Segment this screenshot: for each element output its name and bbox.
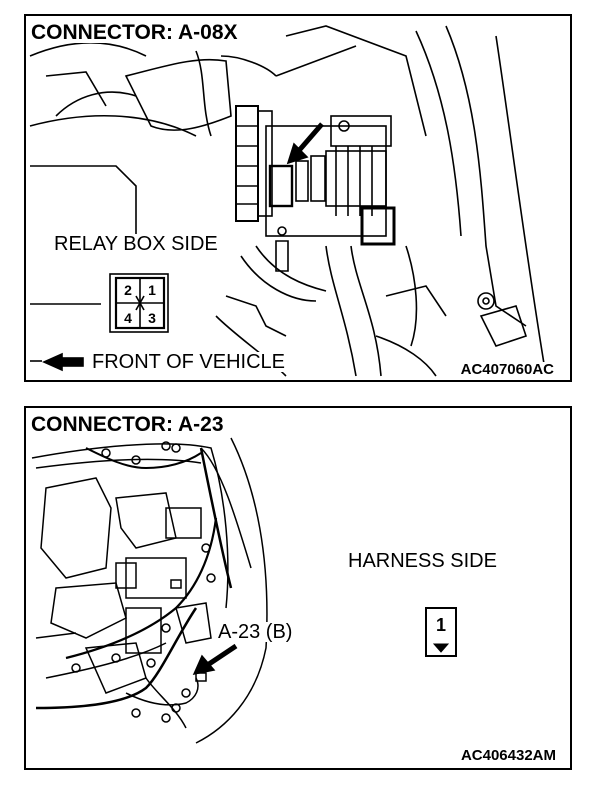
connector-a08x-panel: CONNECTOR: A-08X RELAY BOX SIDE FRONT OF… (24, 14, 572, 382)
a23-pin-1: 1 (435, 615, 446, 635)
front-of-vehicle-label: FRONT OF VEHICLE (90, 351, 287, 373)
harness-side-label: HARNESS SIDE (348, 550, 497, 572)
a08x-pin-4: 4 (124, 310, 132, 326)
relay-box-engine-drawing (29, 25, 547, 377)
a08x-pin-3: 3 (148, 310, 156, 326)
connector-a23-panel: CONNECTOR: A-23 HARNESS SIDE A-23 (B) AC… (24, 406, 572, 770)
front-of-vehicle-arrow-icon (42, 352, 84, 372)
figure-code: AC406432AM (460, 747, 556, 764)
a08x-pin-2: 2 (124, 282, 132, 298)
relay-box-side-label: RELAY BOX SIDE (52, 233, 220, 255)
a08x-pin-1: 1 (148, 282, 156, 298)
panel-title: CONNECTOR: A-23 (29, 413, 226, 436)
panel-title: CONNECTOR: A-08X (29, 21, 240, 44)
figure-code: AC407060AC (458, 361, 556, 378)
a23-connector-face (425, 607, 457, 657)
a08x-connector-face (109, 273, 169, 333)
connector-callout-label: A-23 (B) (216, 621, 295, 643)
engine-harness-drawing (31, 437, 457, 744)
